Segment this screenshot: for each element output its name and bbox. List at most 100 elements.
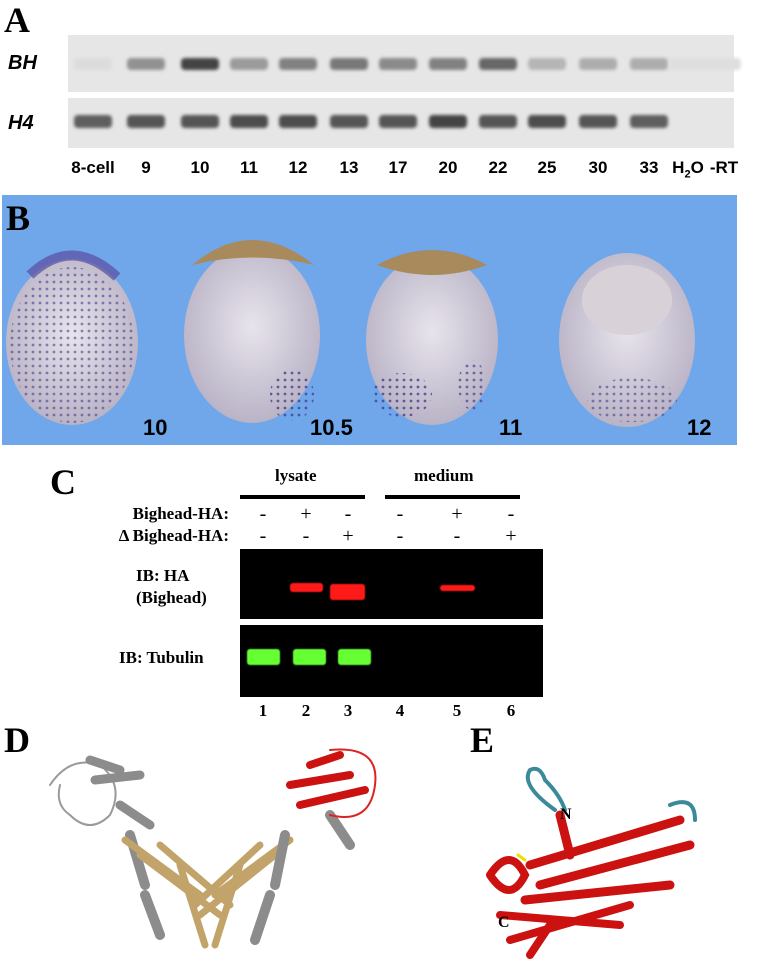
lane-number: 4 [395,701,405,720]
blot-tubulin-label: IB: Tubulin [119,648,204,667]
condition-sign: - [396,503,404,525]
bh-band [579,58,617,70]
embryo-stage-10-5 [184,240,320,423]
h2o-o: O [690,158,704,177]
ha-band-lane-2 [290,583,323,592]
protein-dimer-structure [49,748,377,949]
h4-band [579,115,617,128]
condition-sign: + [342,525,354,547]
bh-band [379,58,417,70]
condition-sign: - [302,525,310,547]
stage-label: 12 [687,415,712,440]
blot-ha [240,549,543,619]
gel-h4 [68,98,734,148]
h4-band [429,115,467,128]
gel-h4-label: H4 [8,112,34,134]
panel-d-label: D [4,720,30,760]
h4-band [528,115,566,128]
lane-label: 8-cell [71,158,115,177]
condition-sign: - [344,503,352,525]
tubulin-band-lane-1 [247,649,280,665]
blot-ha-label: IB: HA [136,566,190,585]
lane-label: 9 [141,158,151,177]
lane-label: 25 [537,158,557,177]
lane-number: 5 [452,701,462,720]
gel-bh-label: BH [8,52,37,74]
stage-label: 11 [499,415,523,440]
h4-band [279,115,317,128]
bh-band [181,58,219,70]
h2o-sub: 2 [684,168,691,181]
n-terminus-label: N [560,806,572,823]
lane-label: 17 [388,158,408,177]
h4-band [479,115,517,128]
h4-band [127,115,165,128]
condition-sign: + [300,503,312,525]
lane-label: 11 [240,158,258,177]
embryo-stage-10 [6,250,138,425]
panel-b-label: B [6,198,31,238]
row-label-bighead-ha: Bighead-HA: [132,504,229,523]
bh-band [669,58,707,70]
tubulin-band-lane-3 [338,649,371,665]
medium-bracket [385,495,520,499]
protein-monomer-structure [486,766,697,959]
group-label-lysate: lysate [275,466,317,485]
lane-label: 13 [339,158,359,177]
lane-number: 3 [343,701,353,720]
condition-sign: + [451,503,463,525]
lane-label: 30 [588,158,608,177]
condition-sign: - [396,525,404,547]
group-label-medium: medium [414,466,474,485]
lane-label: 10 [190,158,210,177]
h4-band [230,115,268,128]
embryos-illustration [6,240,695,427]
bh-band [703,58,741,70]
lane-label: 22 [488,158,508,177]
blot-tubulin [240,625,543,697]
panel-b-embryo-image: 10 10.5 11 12 [2,195,737,445]
embryo-stage-11 [366,250,498,425]
lysate-bracket [240,495,365,499]
condition-sign: + [505,525,517,547]
h4-band [181,115,219,128]
panel-e-label: E [470,720,495,760]
stage-label: 10.5 [310,415,353,440]
h4-band [330,115,368,128]
lane-label-rt: -RT [709,158,739,177]
bh-band [630,58,668,70]
embryo-stage-12 [559,253,695,427]
bh-band [127,58,165,70]
ha-band-lane-3 [330,584,365,600]
h4-band [379,115,417,128]
blot-ha-sublabel: (Bighead) [136,588,207,607]
ha-band-lane-5 [440,585,475,591]
h2o-h: H [672,158,685,177]
c-terminus-label: C [498,914,510,931]
stage-label: 10 [143,415,168,440]
lane-label: 33 [639,158,659,177]
tubulin-band-lane-2 [293,649,326,665]
condition-sign: - [259,503,267,525]
bh-band [279,58,317,70]
bh-band [74,58,112,70]
condition-sign: - [259,525,267,547]
bh-band [429,58,467,70]
bh-band [330,58,368,70]
condition-sign: - [507,503,515,525]
lane-label: 12 [288,158,308,177]
lane-label-h2o: H2O [672,158,704,180]
h4-band [74,115,112,128]
gel-bh [68,35,741,92]
lane-label: 20 [438,158,458,177]
lane-number: 1 [258,701,268,720]
bh-band [479,58,517,70]
panel-c-label: C [50,462,76,502]
lane-number: 2 [301,701,311,720]
panel-a-label: A [4,0,30,40]
row-label-delta-bighead-ha: Δ Bighead-HA: [118,526,229,545]
condition-sign: - [453,525,461,547]
bh-band [230,58,268,70]
lane-number: 6 [506,701,516,720]
